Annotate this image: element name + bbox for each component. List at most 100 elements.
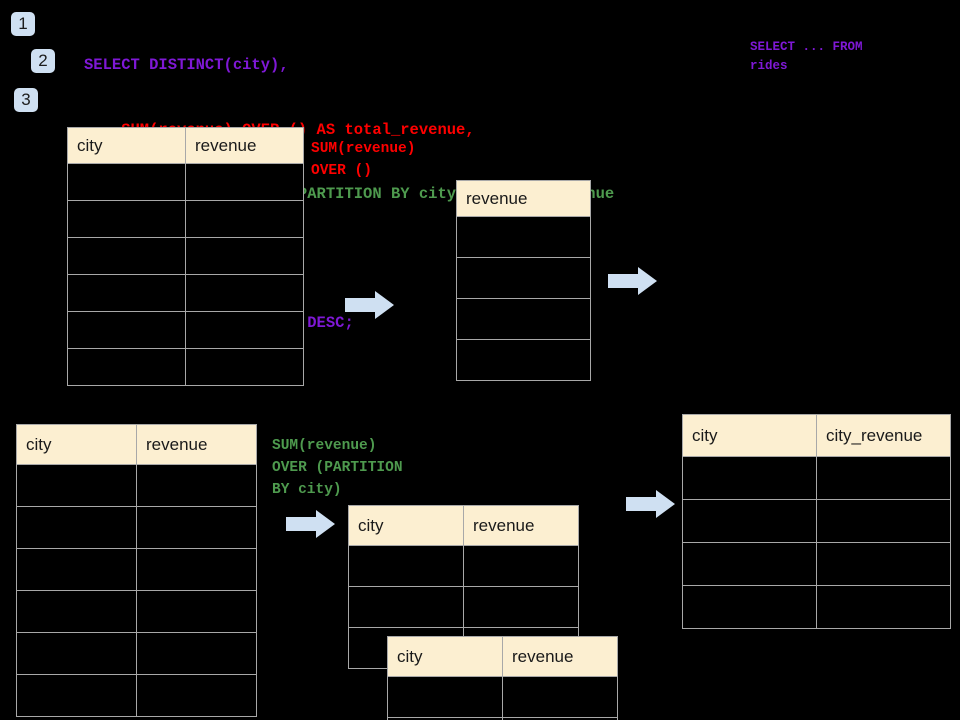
- cell-city: [348, 545, 464, 587]
- cell-city: [682, 585, 817, 629]
- table-row: [348, 545, 579, 587]
- cell-city: [67, 237, 186, 275]
- cell-city: [348, 586, 464, 628]
- cell-city: [16, 590, 137, 633]
- table-row: [456, 298, 591, 340]
- cell-city-revenue: [816, 585, 951, 629]
- column-header-revenue: revenue: [136, 424, 257, 465]
- cell-revenue: [136, 632, 257, 675]
- table-row: [348, 586, 579, 628]
- column-header-city: city: [387, 636, 503, 677]
- table-row: [67, 274, 304, 312]
- cell-city: [16, 548, 137, 591]
- column-header-revenue: revenue: [456, 180, 591, 217]
- cell-revenue: [185, 200, 304, 238]
- sql-line-select: SELECT DISTINCT(city),: [84, 56, 289, 74]
- table-row: [682, 542, 951, 586]
- table-row: [16, 590, 257, 633]
- column-header-city-revenue: city_revenue: [816, 414, 951, 457]
- arrow-right-icon: [286, 510, 335, 538]
- step-badge-3: 3: [14, 88, 38, 112]
- table-row: [16, 464, 257, 507]
- table-row: [67, 311, 304, 349]
- table-header-row: revenue: [456, 180, 591, 217]
- column-header-revenue: revenue: [185, 127, 304, 164]
- table-row: [456, 216, 591, 258]
- arrow-right-icon: [626, 490, 675, 518]
- arrow-source-to-partition: [286, 508, 336, 545]
- table-row: [456, 339, 591, 381]
- table-row: [16, 548, 257, 591]
- table-partition-back: city revenue: [348, 505, 579, 669]
- cell-revenue: [502, 676, 618, 718]
- arrow-source-to-total: [345, 289, 395, 326]
- table-row: [67, 200, 304, 238]
- table-header-row: city revenue: [67, 127, 304, 164]
- cell-revenue: [136, 506, 257, 549]
- table-row: [16, 506, 257, 549]
- cell-revenue: [136, 548, 257, 591]
- table-city-revenue-result: city city_revenue: [682, 414, 951, 629]
- cell-city: [67, 200, 186, 238]
- cell-revenue: [463, 586, 579, 628]
- cell-revenue: [463, 545, 579, 587]
- table-row: [67, 348, 304, 386]
- cell-revenue: [185, 237, 304, 275]
- cell-city: [682, 499, 817, 543]
- cell-revenue: [456, 216, 591, 258]
- cell-city: [16, 506, 137, 549]
- cell-city: [67, 274, 186, 312]
- column-header-city: city: [16, 424, 137, 465]
- annotation-sum-over-partition: SUM(revenue) OVER (PARTITION BY city): [272, 438, 403, 498]
- cell-city: [67, 348, 186, 386]
- cell-revenue: [502, 717, 618, 720]
- cell-city-revenue: [816, 456, 951, 500]
- arrow-partition-to-result: [626, 488, 676, 525]
- arrow-right-icon: [345, 291, 394, 319]
- cell-revenue: [456, 257, 591, 299]
- cell-revenue: [185, 274, 304, 312]
- table-header-row: city revenue: [387, 636, 618, 677]
- cell-city: [67, 163, 186, 201]
- cell-city-revenue: [816, 542, 951, 586]
- step-badge-1: 1: [11, 12, 35, 36]
- cell-revenue: [185, 348, 304, 386]
- cell-revenue: [136, 674, 257, 717]
- cell-city: [67, 311, 186, 349]
- arrow-right-icon: [608, 267, 657, 295]
- cell-city: [387, 676, 503, 718]
- cell-revenue: [136, 464, 257, 507]
- cell-city: [682, 456, 817, 500]
- cell-city: [16, 632, 137, 675]
- table-source-bottom: city revenue: [16, 424, 257, 717]
- table-header-row: city revenue: [16, 424, 257, 465]
- table-row: [67, 163, 304, 201]
- table-row: [682, 499, 951, 543]
- cell-city: [682, 542, 817, 586]
- cell-city: [16, 674, 137, 717]
- cell-revenue: [136, 590, 257, 633]
- table-row: [682, 585, 951, 629]
- cell-revenue: [185, 163, 304, 201]
- column-header-city: city: [348, 505, 464, 546]
- table-row: [16, 674, 257, 717]
- annotation-sum-over-empty: SUM(revenue) OVER (): [311, 141, 416, 179]
- column-header-city: city: [67, 127, 186, 164]
- cell-city: [16, 464, 137, 507]
- arrow-total-to-result: [608, 265, 658, 302]
- table-total-revenue: revenue: [456, 180, 591, 381]
- table-row: [16, 632, 257, 675]
- cell-city-revenue: [816, 499, 951, 543]
- step-badge-2: 2: [31, 49, 55, 73]
- table-source-top: city revenue: [67, 127, 304, 386]
- column-header-revenue: revenue: [502, 636, 618, 677]
- table-row: [67, 237, 304, 275]
- table-row: [387, 717, 618, 720]
- cell-revenue: [456, 298, 591, 340]
- table-row: [456, 257, 591, 299]
- table-header-row: city city_revenue: [682, 414, 951, 457]
- cell-revenue: [185, 311, 304, 349]
- table-row: [387, 676, 618, 718]
- cell-revenue: [456, 339, 591, 381]
